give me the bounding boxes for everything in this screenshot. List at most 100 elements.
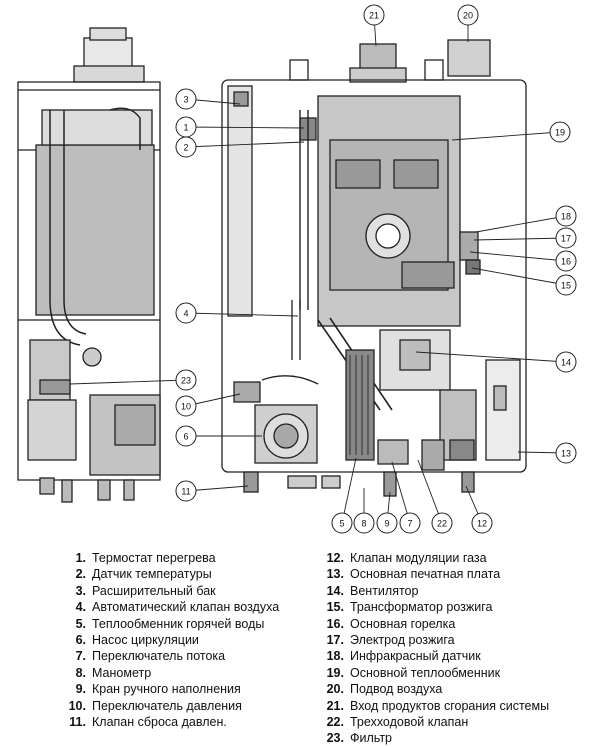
callout-circle	[549, 121, 571, 143]
leader-line	[469, 251, 567, 262]
callout-19: 19	[451, 121, 571, 143]
legend-number: 22	[318, 714, 344, 730]
callout-circle	[431, 512, 453, 534]
callout-number: 8	[361, 519, 366, 529]
leader-line	[473, 237, 567, 241]
legend-item: 18 Инфракрасный датчик	[318, 648, 549, 664]
callout-circle	[399, 512, 421, 534]
callout-circle	[175, 369, 197, 391]
legend-number: 8	[60, 665, 86, 681]
leader-line	[417, 459, 443, 524]
legend-item: 5 Теплообменник горячей воды	[60, 616, 279, 632]
callout-number: 19	[555, 128, 565, 138]
callout-23: 23	[69, 369, 197, 391]
leader-line	[185, 141, 305, 148]
callout-20: 20	[457, 4, 479, 42]
legend-number: 6	[60, 632, 86, 648]
callout-number: 14	[561, 358, 571, 368]
callout-22: 22	[417, 459, 453, 534]
leader-line	[341, 457, 357, 524]
legend-item: 7 Переключатель потока	[60, 648, 279, 664]
callout-number: 16	[561, 257, 571, 267]
legend-number: 12	[318, 550, 344, 566]
callout-number: 11	[181, 487, 190, 497]
legend-label: Насос циркуляции	[92, 633, 199, 648]
callout-number: 13	[561, 449, 571, 459]
callout-number: 5	[339, 519, 344, 529]
legend-item: 1 Термостат перегрева	[60, 550, 279, 566]
legend-label: Датчик температуры	[92, 567, 212, 582]
legend-item: 11Клапан сброса давлен.	[60, 714, 279, 730]
legend-item: 22Трехходовой клапан	[318, 714, 549, 730]
legend-number: 4	[60, 599, 86, 615]
legend-item: 6 Насос циркуляции	[60, 632, 279, 648]
callout-11: 11	[175, 480, 249, 502]
callout-18: 18	[475, 205, 577, 233]
callout-circle	[457, 4, 479, 26]
callout-number: 7	[407, 519, 412, 529]
legend-number: 16	[318, 616, 344, 632]
legend-label: Электрод розжига	[350, 633, 455, 648]
callout-number: 12	[477, 519, 487, 529]
callout-9: 9	[376, 491, 398, 534]
callout-circle	[555, 442, 577, 464]
legend-label: Инфракрасный датчик	[350, 649, 481, 664]
legend-label: Основной теплообменник	[350, 665, 501, 680]
callout-circle	[175, 425, 197, 447]
callout-number: 6	[183, 432, 188, 442]
legend-label: Клапан модуляции газа	[350, 551, 487, 565]
legend-item: 23Фильтр	[318, 730, 549, 746]
callout-4: 4	[175, 302, 299, 324]
leader-line	[415, 351, 567, 363]
legend-number: 13	[318, 566, 344, 582]
leader-line	[475, 215, 567, 233]
legend-item: 15 Трансформатор розжига	[318, 599, 549, 615]
callout-number: 20	[463, 11, 473, 21]
callout-15: 15	[471, 267, 577, 296]
legend-number: 15	[318, 599, 344, 615]
legend-item: 4Автоматический клапан воздуха	[60, 599, 280, 615]
legend-number: 1	[60, 550, 86, 566]
legend-label: Теплообменник горячей воды	[92, 616, 265, 631]
callout-6: 6	[175, 425, 262, 447]
leader-line	[185, 312, 299, 317]
legend-number: 18	[318, 648, 344, 664]
callout-13: 13	[517, 442, 577, 464]
legend-right-column: 12Клапан модуляции газа13Основная печатн…	[318, 550, 549, 747]
side-view	[17, 27, 161, 503]
legend-item: 16 Основная горелка	[318, 616, 549, 632]
legend-label: Вход продуктов сгорания системы	[350, 698, 550, 713]
callout-number: 2	[183, 143, 188, 153]
legend-label: Основная горелка	[350, 616, 456, 631]
legend-left-column: 1 Термостат перегрева2Датчик температуры3…	[60, 550, 280, 730]
callout-circle	[555, 274, 577, 296]
callout-10: 10	[175, 393, 241, 417]
legend-label: Расширительный бак	[92, 583, 216, 598]
callout-17: 17	[473, 227, 577, 249]
legend-item: 12 Клапан модуляции газа	[318, 550, 549, 566]
legend-number: 5	[60, 616, 86, 632]
callout-number: 18	[561, 212, 571, 222]
legend-label: Термостат перегрева	[92, 551, 216, 565]
leader-line	[185, 126, 305, 129]
callout-number: 15	[561, 281, 571, 291]
callout-circle	[175, 395, 197, 417]
callout-circle	[175, 136, 197, 158]
callout-circle	[363, 4, 385, 26]
callout-16: 16	[469, 250, 577, 272]
callout-circle	[331, 512, 353, 534]
legend-label: Переключатель давления	[92, 698, 242, 713]
leader-line	[69, 379, 187, 385]
legend-item: 2Датчик температуры	[60, 566, 279, 582]
legend-label: Переключатель потока	[92, 649, 226, 664]
callout-14: 14	[415, 351, 577, 373]
legend-label: Трансформатор розжига	[350, 600, 493, 615]
callout-circle	[376, 512, 398, 534]
callout-12: 12	[465, 485, 493, 534]
legend-number: 7	[60, 648, 86, 664]
callout-number: 3	[183, 95, 188, 105]
legend-label: Кран ручного наполнения	[92, 682, 241, 697]
legend-number: 3	[60, 583, 86, 599]
legend-number: 20	[318, 681, 344, 697]
